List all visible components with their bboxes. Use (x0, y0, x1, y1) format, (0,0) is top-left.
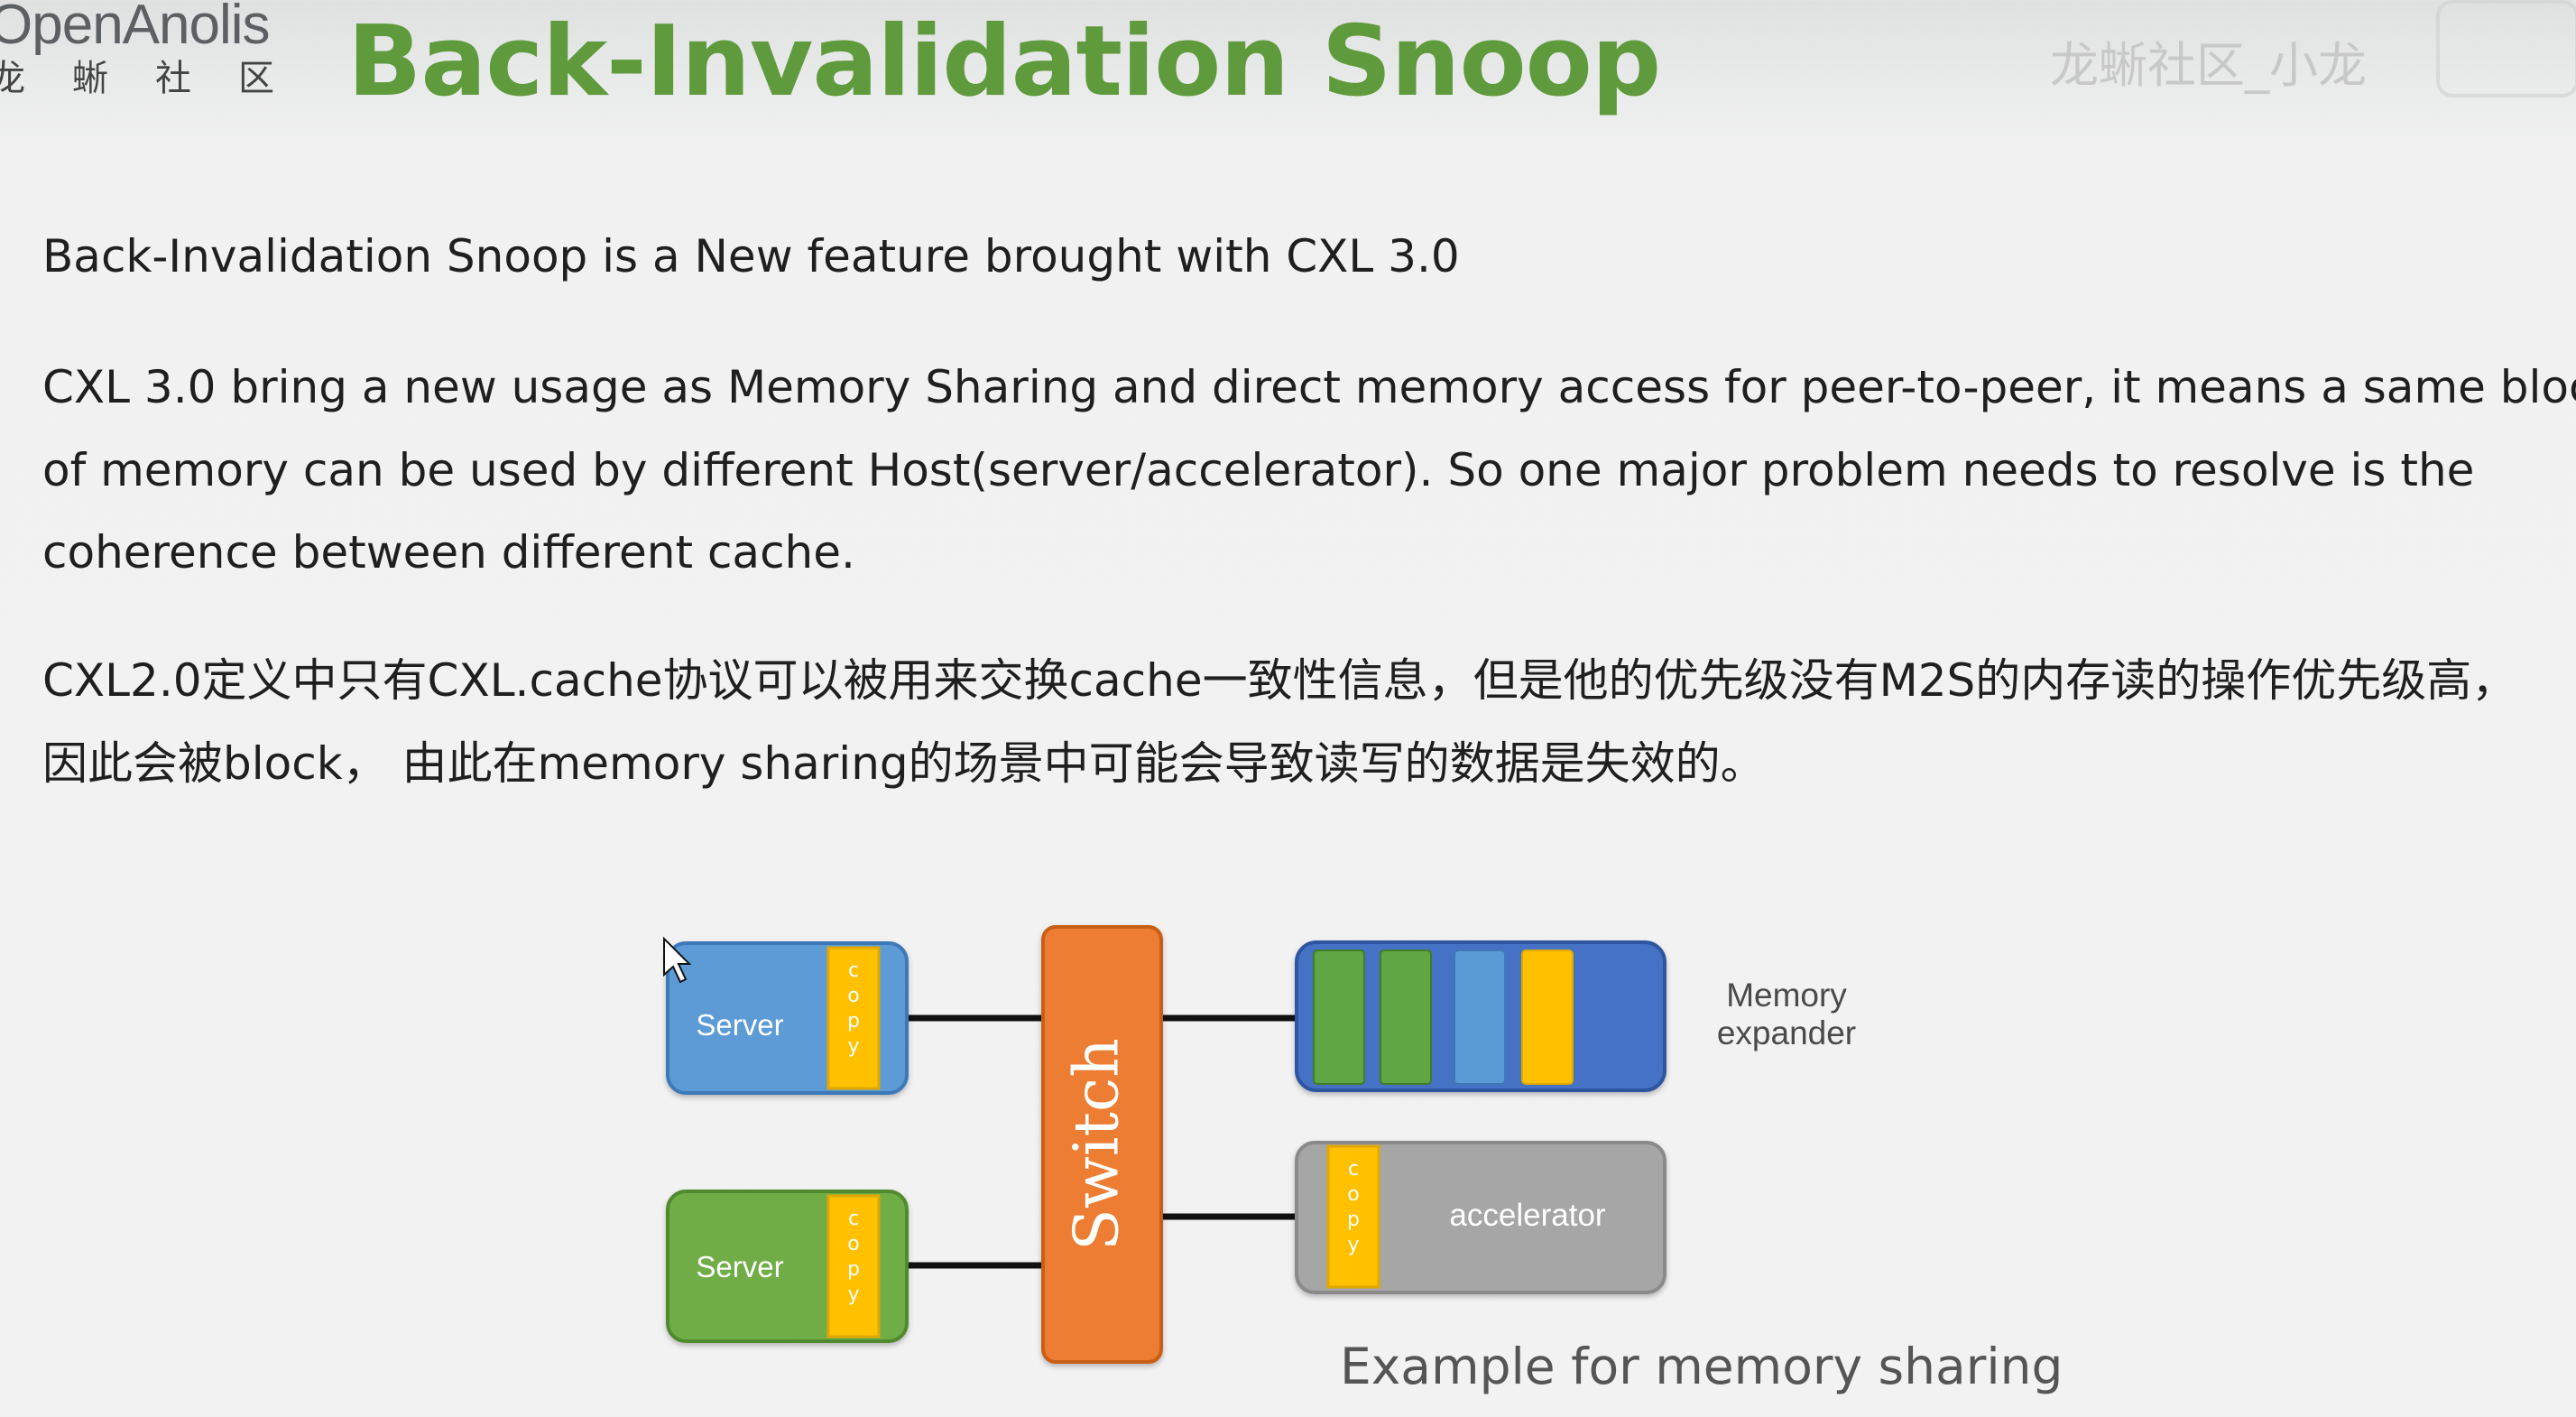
memory-block-green-2 (1380, 949, 1432, 1085)
paragraph-chinese-line1: CXL2.0定义中只有CXL.cache协议可以被用来交换cache一致性信息，… (42, 654, 2517, 707)
switch-box: Switch (1041, 925, 1163, 1364)
memory-block-yellow (1521, 949, 1574, 1085)
switch-label: Switch (1062, 1038, 1133, 1251)
server-blue-label: Server (696, 1008, 783, 1042)
memory-block-green-1 (1313, 949, 1365, 1085)
memory-block-blue (1454, 949, 1506, 1085)
paragraph-intro: Back-Invalidation Snoop is a New feature… (42, 230, 1460, 282)
paragraph-usage-line1: CXL 3.0 bring a new usage as Memory Shar… (42, 361, 2576, 413)
diagram-caption: Example for memory sharing (1340, 1338, 2064, 1395)
memory-label-line2: expander (1716, 1014, 1857, 1051)
watermark-text: 龙蜥社区_小龙 (2050, 37, 2367, 94)
server-green-label: Server (696, 1250, 783, 1283)
logo-name: OpenAnolis (0, 0, 271, 56)
memory-label-line1: Memory (1726, 977, 1847, 1014)
logo-chinese-name: 龙蜥社区 (0, 58, 321, 99)
slide-title: Back-Invalidation Snoop (347, 5, 1661, 118)
paragraph-usage-line3: coherence between different cache. (42, 526, 855, 579)
paragraph-usage-line2: of memory can be used by different Host(… (42, 444, 2475, 496)
mouse-cursor-icon (663, 936, 692, 984)
memory-expander-label: Memory expander (1714, 977, 1859, 1052)
accelerator-label: accelerator (1449, 1198, 1605, 1233)
connector-lines (907, 1014, 1297, 1269)
paragraph-chinese-line2: 因此会被block， 由此在memory sharing的场景中可能会导致读写的… (42, 737, 1766, 790)
memory-expander-box (1295, 940, 1667, 1092)
